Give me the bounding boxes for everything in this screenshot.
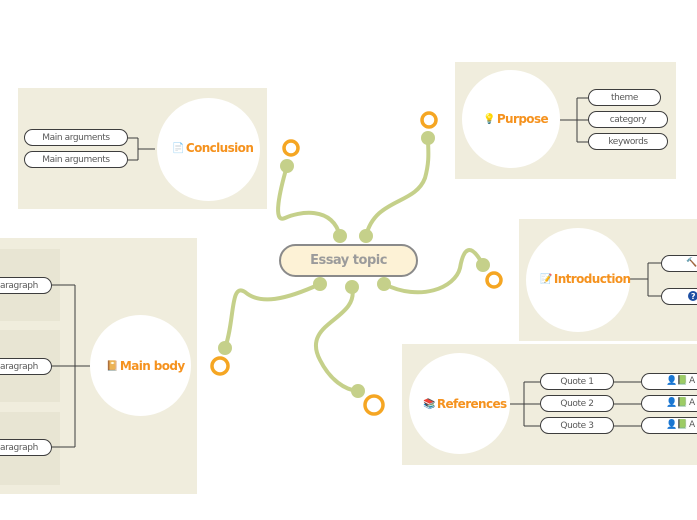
main-body-bubble <box>90 315 191 416</box>
conclusion-bubble <box>157 98 260 201</box>
collapse-ring-main-body[interactable] <box>210 356 230 376</box>
references-item-quote-2[interactable]: Quote 2 <box>540 395 614 412</box>
references-item-quote-1[interactable]: Quote 1 <box>540 373 614 390</box>
author-book-icon: 👤📗 <box>666 376 688 386</box>
connector-dot <box>218 341 232 355</box>
anchor-dot <box>377 277 391 291</box>
collapse-ring-conclusion[interactable] <box>282 139 300 157</box>
references-source-2[interactable]: 👤📗 A <box>641 395 697 412</box>
main-body-item-paragraph-2[interactable]: aragraph <box>0 358 52 375</box>
references-leaf-connectors <box>510 381 641 427</box>
references-source-3[interactable]: 👤📗 A <box>641 417 697 434</box>
connector-dot <box>421 131 435 145</box>
anchor-dot <box>359 229 373 243</box>
introduction-bubble <box>526 228 630 332</box>
document-icon: 📄 <box>172 142 184 154</box>
books-icon: 📚 <box>423 398 435 410</box>
author-book-icon: 👤📗 <box>666 398 688 408</box>
references-source-text: A <box>689 420 695 430</box>
references-source-1[interactable]: 👤📗 A <box>641 373 697 390</box>
main-body-label[interactable]: 📔 Main body <box>106 359 185 373</box>
branch-line-references <box>313 285 360 393</box>
notebook-icon: 📔 <box>106 360 118 372</box>
conclusion-item-main-arguments[interactable]: Main arguments <box>24 129 128 146</box>
collapse-ring-references[interactable] <box>363 394 385 416</box>
purpose-label[interactable]: 💡 Purpose <box>483 112 549 126</box>
branch-line-conclusion <box>276 164 342 238</box>
introduction-label[interactable]: 📝 Introduction <box>540 272 631 286</box>
main-body-item-paragraph-1[interactable]: aragraph <box>0 277 52 294</box>
references-source-text: A <box>689 376 695 386</box>
anchor-dot <box>333 229 347 243</box>
main-body-label-text: Main body <box>119 359 185 373</box>
purpose-label-text: Purpose <box>496 112 549 126</box>
purpose-item-category[interactable]: category <box>588 111 668 128</box>
references-item-quote-3[interactable]: Quote 3 <box>540 417 614 434</box>
anchor-dot <box>313 277 327 291</box>
conclusion-label[interactable]: 📄 Conclusion <box>172 141 254 155</box>
memo-icon: 📝 <box>540 273 552 285</box>
collapse-ring-introduction[interactable] <box>485 271 503 289</box>
introduction-label-text: Introduction <box>553 272 631 286</box>
connector-dot <box>476 258 490 272</box>
conclusion-label-text: Conclusion <box>185 141 254 155</box>
introduction-item-1[interactable]: 🔨 <box>661 255 697 272</box>
introduction-item-2[interactable]: ? <box>661 288 697 305</box>
question-icon: ? <box>688 291 697 301</box>
central-topic-node[interactable]: Essay topic <box>279 244 418 277</box>
connector-dot <box>280 159 294 173</box>
references-source-text: A <box>689 398 695 408</box>
purpose-item-theme[interactable]: theme <box>588 89 661 106</box>
branch-line-main-body <box>223 282 322 350</box>
purpose-bubble <box>462 70 560 168</box>
connector-dot <box>351 384 365 398</box>
branch-line-purpose <box>364 136 431 238</box>
author-book-icon: 👤📗 <box>666 420 688 430</box>
branch-line-introduction <box>382 248 485 295</box>
main-body-leaf-connectors <box>52 284 90 448</box>
introduction-leaf-connectors <box>624 262 661 297</box>
conclusion-item-main-arguments[interactable]: Main arguments <box>24 151 128 168</box>
references-label-text: References <box>436 397 507 411</box>
gavel-icon: 🔨 <box>686 258 697 268</box>
references-bubble <box>409 353 510 454</box>
conclusion-leaf-connectors <box>128 137 155 161</box>
anchor-dot <box>345 280 359 294</box>
references-label[interactable]: 📚 References <box>423 397 507 411</box>
purpose-leaf-connectors <box>560 97 588 143</box>
collapse-ring-purpose[interactable] <box>420 111 438 129</box>
main-body-item-paragraph-3[interactable]: aragraph <box>0 439 52 456</box>
purpose-item-keywords[interactable]: keywords <box>588 133 668 150</box>
lightbulb-icon: 💡 <box>483 113 495 125</box>
